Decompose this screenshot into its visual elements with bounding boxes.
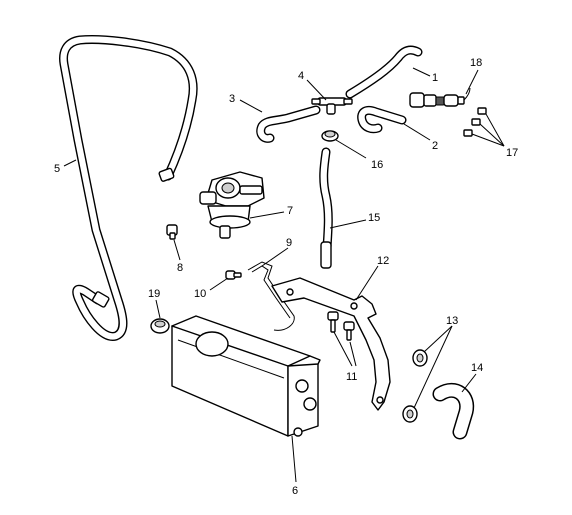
leader-8 — [173, 239, 181, 261]
leader-4 — [306, 79, 327, 101]
part-10-bolt — [225, 270, 242, 280]
leader-17c — [471, 133, 505, 147]
leader-5 — [63, 159, 77, 167]
leader-7 — [249, 211, 285, 219]
leader-14 — [461, 373, 477, 393]
part-5-long-hose — [59, 35, 198, 341]
callout-10: 10 — [194, 288, 206, 300]
leader-10 — [209, 277, 229, 291]
part-17-fixings — [463, 107, 487, 137]
callout-5: 5 — [54, 163, 60, 175]
leader-17a — [485, 113, 505, 147]
leader-9 — [261, 247, 289, 267]
callout-6: 6 — [292, 485, 298, 497]
callout-7: 7 — [287, 205, 293, 217]
callout-14: 14 — [471, 362, 483, 374]
part-7-valve-assembly — [199, 171, 265, 239]
part-9-wire-loop — [247, 261, 295, 331]
leader-3 — [239, 99, 263, 113]
part-1-hose — [345, 45, 423, 99]
part-19-clip — [150, 318, 170, 334]
callout-1: 1 — [432, 72, 438, 84]
callout-17: 17 — [506, 147, 518, 159]
callout-labels: 1 2 3 4 5 6 7 8 9 10 11 12 13 14 15 16 1… — [54, 57, 518, 497]
callout-3: 3 — [229, 93, 235, 105]
leader-2 — [403, 123, 431, 141]
leader-19 — [155, 299, 161, 319]
leader-15 — [329, 219, 367, 229]
part-14-hose — [432, 382, 475, 440]
callout-19: 19 — [148, 288, 160, 300]
leader-1 — [412, 67, 431, 77]
callout-15: 15 — [368, 212, 380, 224]
part-11-screws — [327, 311, 355, 341]
leader-13a — [423, 325, 453, 353]
leader-lines — [63, 67, 505, 483]
callout-13: 13 — [446, 315, 458, 327]
callout-9: 9 — [286, 237, 292, 249]
callout-8: 8 — [177, 262, 183, 274]
part-6-canister — [171, 315, 321, 437]
callout-2: 2 — [432, 140, 438, 152]
part-8-grommet — [166, 224, 178, 240]
part-13-grommets — [402, 349, 428, 423]
part-2-hose — [357, 105, 407, 134]
part-18-purge-valve — [409, 87, 471, 108]
part-15-hose — [319, 147, 333, 269]
leader-13b — [413, 325, 453, 409]
part-16-clip — [321, 130, 339, 142]
callout-11: 11 — [346, 371, 357, 383]
part-12-bracket — [271, 277, 391, 411]
leader-17b — [479, 123, 505, 147]
callout-16: 16 — [371, 159, 383, 171]
leader-11a — [333, 331, 353, 367]
callout-4: 4 — [298, 70, 304, 82]
part-4-t-piece — [311, 97, 353, 115]
leader-11b — [349, 341, 357, 367]
callout-18: 18 — [470, 57, 482, 69]
callout-12: 12 — [377, 255, 389, 267]
part-3-hose — [256, 105, 321, 143]
leader-6 — [291, 435, 297, 483]
leader-12 — [355, 265, 379, 301]
leader-18 — [465, 69, 479, 95]
leader-16 — [335, 139, 367, 159]
